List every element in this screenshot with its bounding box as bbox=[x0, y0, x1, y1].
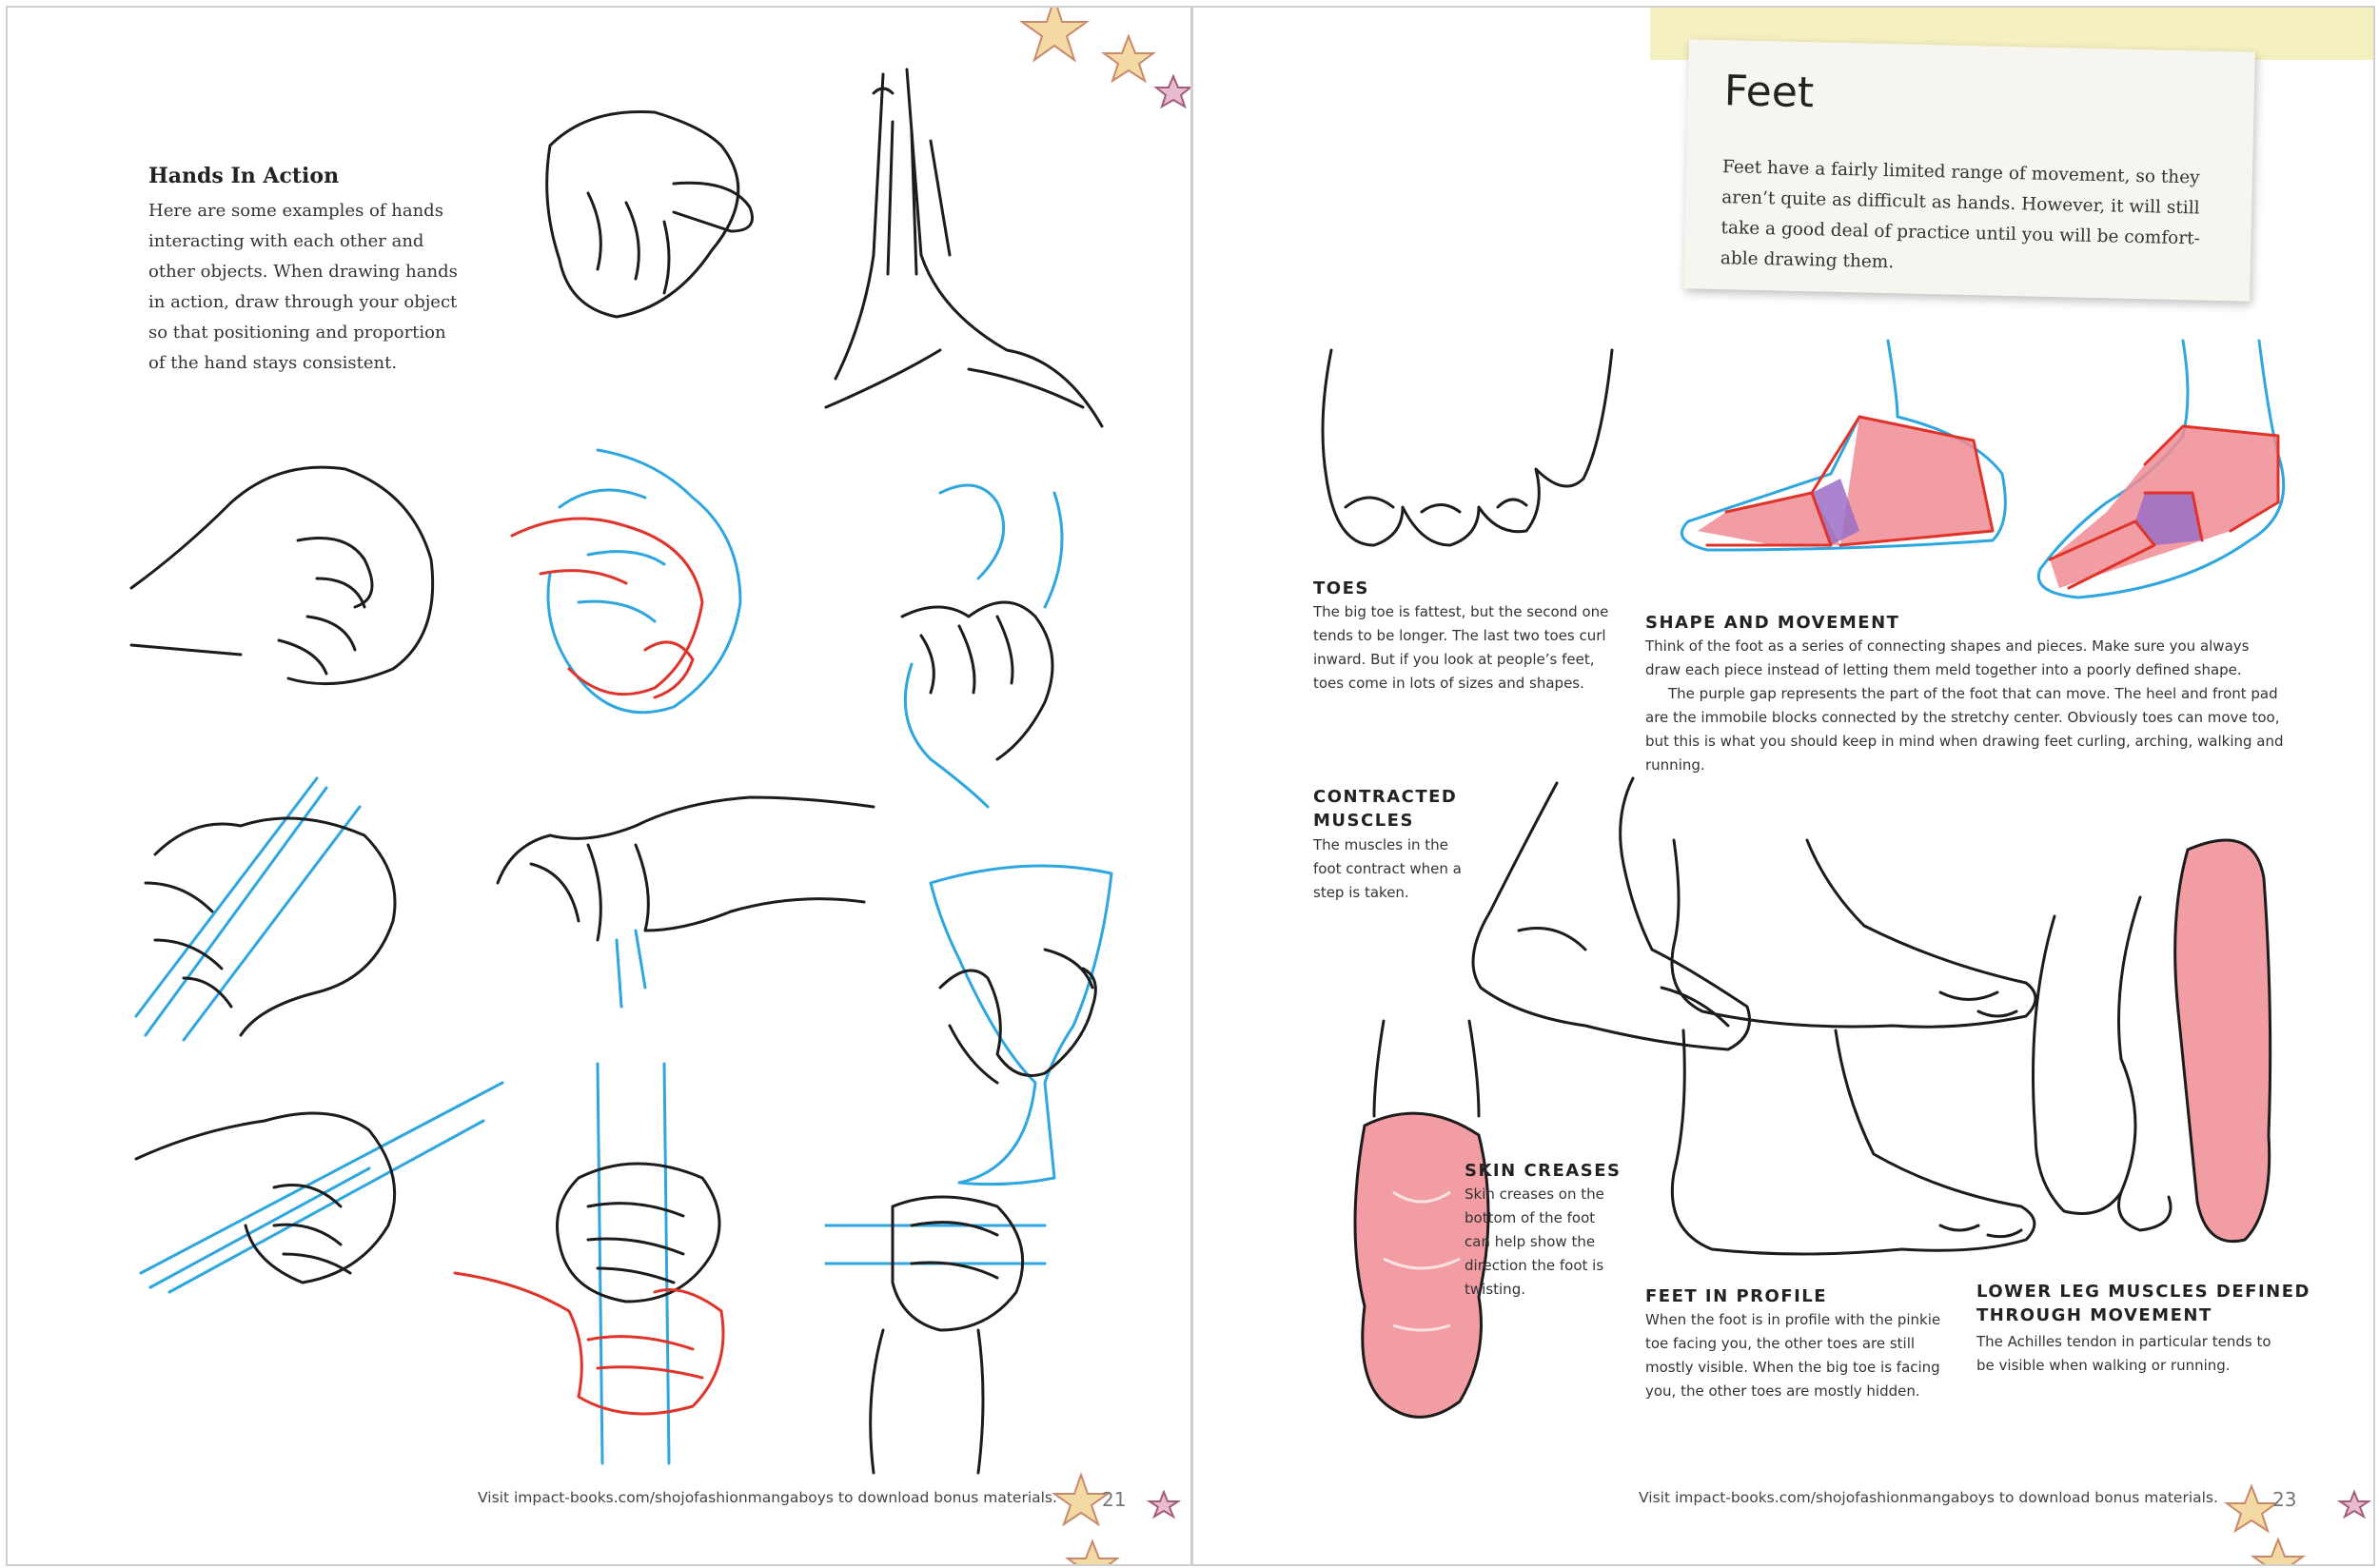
footer-star-icon bbox=[1051, 1471, 1182, 1564]
contracted-title: CONTRACTED MUSCLES bbox=[1313, 785, 1504, 833]
contracted-text: The muscles in the foot contract when a … bbox=[1313, 833, 1484, 905]
page-footer: Visit impact-books.com/shojofashionmanga… bbox=[1639, 1489, 2218, 1506]
sole-creases-illustration bbox=[1353, 1019, 1490, 1419]
skin-line: direction the foot is bbox=[1465, 1257, 1604, 1274]
foot-shape-side-illustration bbox=[1680, 339, 2007, 552]
pointing-hand-illustration bbox=[545, 109, 754, 319]
skin-title: SKIN CREASES bbox=[1465, 1161, 1622, 1181]
contracted-line: step is taken. bbox=[1313, 884, 1409, 901]
shape-text: Think of the foot as a series of connect… bbox=[1645, 635, 2330, 777]
feet-title-card: Feet Feet have a fairly limited range of… bbox=[1683, 39, 2255, 302]
toes-line: toes come in lots of sizes and shapes. bbox=[1313, 675, 1584, 692]
sketch-hand-blue-illustration bbox=[900, 483, 1064, 809]
shape-line: running. bbox=[1645, 756, 1705, 774]
hand-on-bar-illustration bbox=[824, 1195, 1047, 1475]
clasped-hand-illustration bbox=[129, 465, 435, 686]
page-number: 23 bbox=[2272, 1488, 2297, 1511]
intro-line: so that positioning and proportion bbox=[148, 323, 446, 343]
star-decoration-icon bbox=[1018, 8, 1190, 109]
contracted-title-line: MUSCLES bbox=[1313, 811, 1414, 831]
intro-line: of the hand stays consistent. bbox=[148, 353, 398, 373]
footer-star-icon bbox=[2223, 1483, 2372, 1564]
left-page: Hands In Action Here are some examples o… bbox=[6, 6, 1192, 1566]
shape-line: The purple gap represents the part of th… bbox=[1668, 685, 2278, 702]
profile-line: toe facing you, the other toes are still bbox=[1645, 1335, 1916, 1352]
toes-title: TOES bbox=[1313, 578, 1369, 598]
shape-line: draw each piece instead of letting them … bbox=[1645, 661, 2242, 678]
shape-line: Think of the foot as a series of connect… bbox=[1645, 637, 2250, 655]
lower-leg-muscles-illustration bbox=[2032, 838, 2272, 1244]
hand-holding-glass-illustration bbox=[929, 864, 1113, 1186]
leg-line: The Achilles tendon in particular tends … bbox=[1976, 1333, 2271, 1350]
front-view-foot-illustration bbox=[1670, 1029, 2036, 1256]
skin-line: Skin creases on the bbox=[1465, 1186, 1604, 1203]
contracted-line: The muscles in the bbox=[1313, 836, 1448, 853]
profile-line: When the foot is in profile with the pin… bbox=[1645, 1311, 1941, 1328]
shape-title: SHAPE AND MOVEMENT bbox=[1645, 613, 1900, 633]
leg-title-line: THROUGH MOVEMENT bbox=[1976, 1305, 2212, 1325]
right-page: Feet Feet have a fairly limited range of… bbox=[1191, 6, 2375, 1566]
intro-line: interacting with each other and bbox=[148, 231, 424, 251]
toes-line: tends to be longer. The last two toes cu… bbox=[1313, 627, 1606, 644]
toes-text: The big toe is fattest, but the second o… bbox=[1313, 600, 1627, 696]
skin-line: twisting. bbox=[1465, 1281, 1525, 1298]
skin-line: bottom of the foot bbox=[1465, 1209, 1596, 1226]
profile-line: mostly visible. When the big toe is faci… bbox=[1645, 1359, 1940, 1376]
profile-text: When the foot is in profile with the pin… bbox=[1645, 1308, 1969, 1403]
foot-shape-front-illustration bbox=[2037, 339, 2286, 599]
intro-line: other objects. When drawing hands bbox=[148, 262, 458, 282]
shape-line: but this is what you should keep in mind… bbox=[1645, 733, 2284, 750]
dangling-hand-illustration bbox=[496, 795, 875, 1009]
leg-title: LOWER LEG MUSCLES DEFINED THROUGH MOVEME… bbox=[1976, 1280, 2357, 1327]
section-heading: Hands In Action bbox=[148, 164, 340, 188]
page-footer: Visit impact-books.com/shojofashionmanga… bbox=[478, 1489, 1057, 1506]
hand-holding-sticks-illustration bbox=[134, 776, 397, 1042]
fist-grip-red-illustration bbox=[453, 1062, 725, 1465]
leg-title-line: LOWER LEG MUSCLES DEFINED bbox=[1976, 1282, 2310, 1302]
handshake-blue-illustration bbox=[134, 1081, 504, 1294]
contracted-line: foot contract when a bbox=[1313, 860, 1462, 877]
contracted-title-line: CONTRACTED bbox=[1313, 787, 1458, 807]
page-number: 21 bbox=[1102, 1488, 1127, 1511]
toes-illustration bbox=[1321, 348, 1614, 547]
intro-line: in action, draw through your object bbox=[148, 292, 458, 312]
leg-text: The Achilles tendon in particular tends … bbox=[1976, 1330, 2338, 1378]
profile-title: FEET IN PROFILE bbox=[1645, 1286, 1828, 1306]
intro-line: Here are some examples of hands bbox=[148, 201, 443, 221]
shape-line: are the immobile blocks connected by the… bbox=[1645, 709, 2280, 726]
toes-line: The big toe is fattest, but the second o… bbox=[1313, 603, 1609, 620]
red-blue-clasped-hands-illustration bbox=[510, 448, 742, 715]
feet-title: Feet bbox=[1723, 67, 1815, 118]
profile-line: you, the other toes are mostly hidden. bbox=[1645, 1382, 1920, 1400]
contracted-foot-illustration bbox=[1471, 776, 1751, 1051]
skin-line: can help show the bbox=[1465, 1233, 1596, 1250]
feet-intro: Feet have a fairly limited range of move… bbox=[1720, 152, 2227, 285]
leg-line: be visible when walking or running. bbox=[1976, 1357, 2231, 1374]
toes-line: inward. But if you look at people’s feet… bbox=[1313, 651, 1595, 668]
praying-hands-illustration bbox=[824, 68, 1104, 428]
intro-text: Here are some examples of hands interact… bbox=[148, 196, 472, 379]
skin-text: Skin creases on the bottom of the foot c… bbox=[1465, 1183, 1626, 1302]
profile-foot-illustration bbox=[1670, 838, 2037, 1029]
